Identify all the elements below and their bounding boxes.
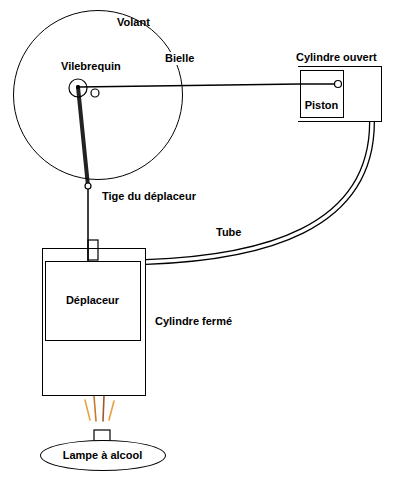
node-label: Vilebrequin (61, 60, 121, 73)
node-label: Déplaceur (66, 294, 119, 307)
flame (103, 396, 104, 421)
node-label: Piston (305, 99, 339, 112)
piston-box: Piston (300, 70, 344, 118)
connector (78, 87, 91, 261)
edge-label: Tube (214, 226, 243, 239)
open-cylinder: Cylindre ouvertPiston (298, 66, 382, 122)
node-label: Lampe à alcool (63, 449, 142, 462)
displacer-rod (87, 186, 89, 261)
connecting-rod (78, 84, 300, 87)
rod-joint (85, 183, 91, 189)
crank-shaft (91, 89, 99, 97)
edge-label: Tige du déplaceur (100, 190, 198, 203)
displacer-box: Déplaceur (45, 261, 141, 341)
flame (94, 396, 96, 421)
node-label: Cylindre ouvert (296, 51, 377, 64)
crank-hub (69, 79, 87, 97)
closed-cylinder: Cylindre ferméDéplaceur (42, 248, 146, 396)
rod-gland (88, 240, 98, 260)
alcohol-lamp: Lampe à alcool (40, 440, 166, 471)
crank-arm (78, 87, 88, 186)
edge-label: Bielle (163, 52, 196, 65)
flywheel-circle: VolantVilebrequin (13, 10, 183, 180)
node-label: Cylindre fermé (155, 315, 232, 328)
flame (109, 401, 114, 420)
flames (85, 396, 114, 421)
node-label: Volant (117, 16, 150, 29)
crank-pin (76, 85, 80, 89)
connector (78, 84, 300, 87)
flame (85, 400, 90, 420)
